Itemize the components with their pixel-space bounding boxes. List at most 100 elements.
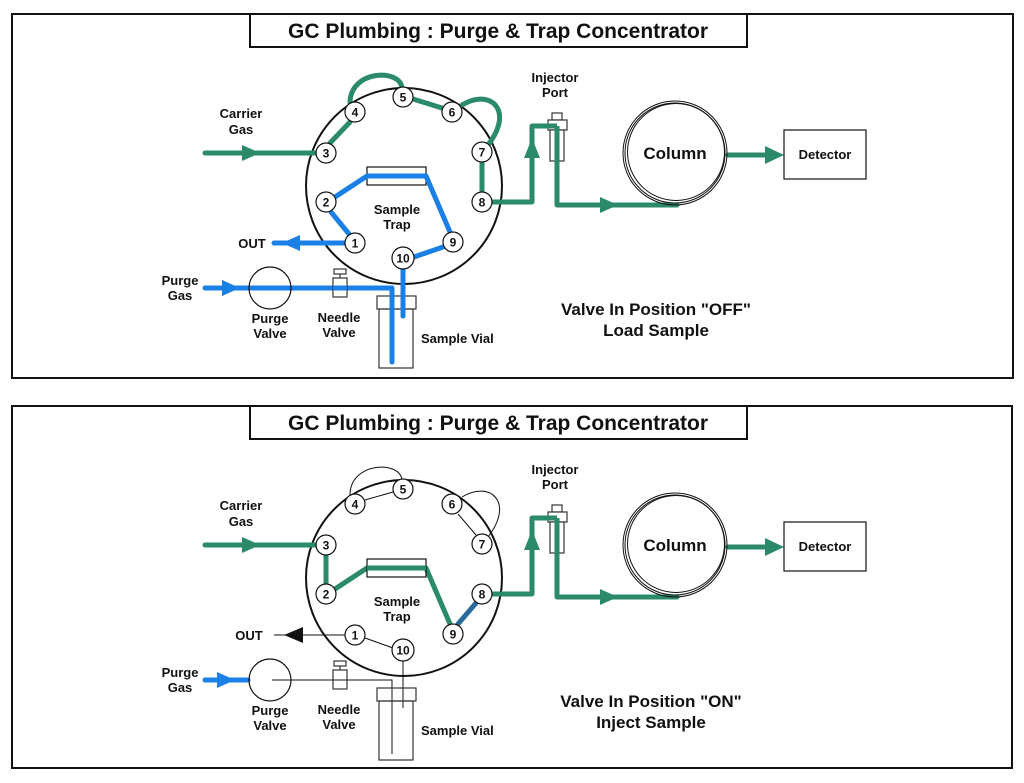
valve-port-9: 9: [442, 623, 464, 645]
port-number: 7: [479, 146, 486, 160]
carrier-gas-label: Carrier: [220, 106, 263, 121]
column-coil: [622, 492, 728, 598]
valve-port-3: 3: [315, 534, 337, 556]
port-circle: [441, 101, 463, 123]
carrier-gas-label-2: Gas: [229, 122, 254, 137]
injector-up-arrow: [524, 530, 540, 550]
valve-port-2: 2: [315, 583, 337, 605]
purge-valve-label-2: Valve: [253, 718, 286, 733]
valve-port-8: 8: [471, 583, 493, 605]
out-label: OUT: [238, 236, 266, 251]
panel-valve-on: GC Plumbing : Purge & Trap Concentrator: [11, 405, 1013, 769]
port-number: 10: [396, 252, 410, 266]
purge-valve-label-2: Valve: [253, 326, 286, 341]
valve-port-4: 4: [344, 101, 366, 123]
injector-port-label-2: Port: [542, 477, 569, 492]
port-circle: [471, 141, 493, 163]
purge-valve: [248, 266, 292, 310]
valve-port-10: 10: [391, 246, 415, 270]
loop-6-7-idle: [461, 490, 500, 538]
link-5-6: [410, 96, 445, 111]
needle-valve-label-2: Valve: [322, 325, 355, 340]
carrier-gas-arrow: [242, 145, 260, 161]
port-number: 7: [479, 538, 486, 552]
link-3-4: [327, 119, 353, 146]
port-number: 1: [352, 237, 359, 251]
valve-state-label: Valve In Position "OFF": [561, 300, 751, 319]
valve-port-3: 3: [315, 142, 337, 164]
port-number: 3: [323, 147, 330, 161]
detector-box: [783, 521, 867, 572]
carrier-arrows: [242, 138, 784, 213]
port-circle: [315, 583, 337, 605]
port-number: 6: [449, 498, 456, 512]
purge-gas-line: [202, 285, 395, 365]
valve-port-2: 2: [315, 191, 337, 213]
carrier-gas-label-2: Gas: [229, 514, 254, 529]
purge-arrows: [222, 235, 300, 296]
port-circle: [442, 231, 464, 253]
port-number: 2: [323, 588, 330, 602]
loop-6-7: [459, 96, 502, 148]
sample-trap-label-2: Trap: [383, 609, 411, 624]
panel-valve-off: GC Plumbing : Purge & Trap Concentrator: [11, 13, 1014, 379]
carrier-arrows: [242, 530, 784, 605]
purge-gas-label-2: Gas: [168, 288, 193, 303]
port-number: 10: [396, 644, 410, 658]
port-number: 8: [479, 588, 486, 602]
detector-box: [783, 129, 867, 180]
valve-state-action: Inject Sample: [596, 713, 706, 732]
purge-valve: [248, 658, 292, 702]
port-circle: [315, 142, 337, 164]
column-label: Column: [643, 536, 706, 555]
title-box: [249, 405, 748, 440]
detector-label: Detector: [799, 147, 852, 162]
port-number: 6: [449, 106, 456, 120]
port-circle: [315, 191, 337, 213]
port-number: 2: [323, 196, 330, 210]
purge-valve-label: Purge: [252, 703, 289, 718]
idle-connections: [272, 466, 500, 754]
valve-port-4: 4: [344, 493, 366, 515]
injector-port-label: Injector: [532, 70, 579, 85]
carrier-gas-label: Carrier: [220, 498, 263, 513]
link-1-2: [328, 209, 352, 237]
carrier-flow-path: [202, 515, 773, 627]
column-label: Column: [643, 144, 706, 163]
carrier-flow-path: [202, 72, 773, 208]
valve-port-9: 9: [442, 231, 464, 253]
valve-port-7: 7: [471, 533, 493, 555]
valve-port-6: 6: [441, 101, 463, 123]
column-coil: [622, 100, 728, 206]
port-circle: [391, 638, 415, 662]
purge-gas-label: Purge: [162, 273, 199, 288]
port-circle: [344, 232, 366, 254]
sample-vial: [376, 295, 417, 369]
port-circle: [471, 583, 493, 605]
sample-vial: [376, 687, 417, 761]
purge-valve-label: Purge: [252, 311, 289, 326]
sample-trap-label-2: Trap: [383, 217, 411, 232]
detector-label: Detector: [799, 539, 852, 554]
needle-valve-label: Needle: [318, 310, 361, 325]
port-circle: [344, 493, 366, 515]
purge-gas-arrow: [217, 672, 235, 688]
purge-gas-arrow: [222, 280, 240, 296]
column-inlet-arrow: [600, 589, 618, 605]
injector-port-label-2: Port: [542, 85, 569, 100]
valve-state-label: Valve In Position "ON": [560, 692, 741, 711]
valve-port-6: 6: [441, 493, 463, 515]
port-circle: [344, 624, 366, 646]
port-number: 9: [450, 628, 457, 642]
panel-frame: [11, 405, 1013, 769]
valve-port-5: 5: [392, 86, 414, 108]
purge-line-idle: [272, 679, 393, 754]
sample-trap-label: Sample: [374, 202, 420, 217]
port-number: 5: [400, 91, 407, 105]
port-circle: [391, 246, 415, 270]
needle-valve: [332, 660, 348, 690]
port-circle: [315, 534, 337, 556]
